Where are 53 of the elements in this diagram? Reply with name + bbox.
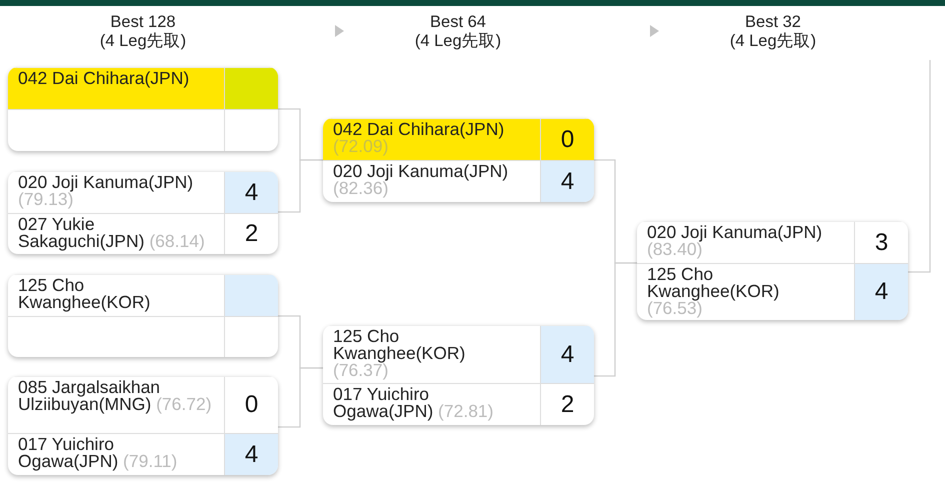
score-cell: 4 (224, 434, 278, 475)
score-cell: 4 (854, 264, 908, 320)
average-score: (68.14) (149, 231, 205, 251)
score-cell: 2 (224, 214, 278, 254)
player-row (8, 433, 278, 475)
player-name: 020 Joji Kanuma(JPN) (333, 161, 508, 181)
match-card (323, 118, 594, 202)
player-name: 027 Yukie Sakaguchi(JPN) (18, 214, 144, 251)
match-card (8, 67, 278, 151)
match-card (8, 376, 278, 475)
player-name: 042 Dai Chihara(JPN) (18, 68, 190, 88)
round-subheading: (4 Leg先取) (100, 33, 186, 50)
player-row (637, 263, 908, 320)
player-row (323, 160, 594, 202)
player-row (8, 316, 278, 357)
round-heading: Best 32 (745, 14, 801, 31)
score-cell: 0 (540, 119, 594, 160)
player-name: 042 Dai Chihara(JPN) (333, 119, 504, 139)
score-cell (224, 275, 278, 316)
round-subheading: (4 Leg先取) (730, 33, 816, 50)
bracket-line (908, 60, 931, 273)
match-card (8, 274, 278, 357)
player-name: 017 Yuichiro Ogawa(JPN) (18, 434, 118, 471)
bracket-line (278, 367, 323, 428)
score-cell: 4 (540, 161, 594, 202)
player-row (323, 383, 594, 425)
player-row (8, 109, 278, 151)
score-cell: 3 (854, 222, 908, 263)
score-cell: 4 (224, 172, 278, 213)
score-cell: 2 (540, 384, 594, 425)
average-score: (72.09) (333, 136, 388, 156)
average-score: (72.81) (438, 401, 494, 421)
player-name: 020 Joji Kanuma(JPN) (647, 222, 822, 242)
score-cell: 4 (540, 326, 594, 383)
player-row (323, 118, 594, 160)
round-subheading: (4 Leg先取) (414, 33, 502, 50)
round-heading: Best 64 (430, 14, 486, 31)
score-cell (224, 68, 278, 109)
round-heading: Best 128 (110, 14, 176, 31)
player-row (8, 213, 278, 254)
average-score: (79.11) (123, 451, 178, 471)
bracket-line (278, 159, 323, 213)
match-card (8, 171, 278, 254)
score-cell: 0 (224, 377, 278, 433)
player-name: 125 Cho Kwanghee(KOR) (18, 275, 150, 312)
match-card (323, 325, 594, 425)
player-row (8, 67, 278, 109)
player-name: 125 Cho Kwanghee(KOR) (333, 326, 466, 363)
match-card (637, 221, 908, 320)
player-name: 017 Yuichiro Ogawa(JPN) (333, 384, 434, 421)
bracket-line (594, 262, 637, 377)
player-name: 020 Joji Kanuma(JPN) (18, 172, 194, 192)
player-name: 125 Cho Kwanghee(KOR) (647, 264, 780, 301)
